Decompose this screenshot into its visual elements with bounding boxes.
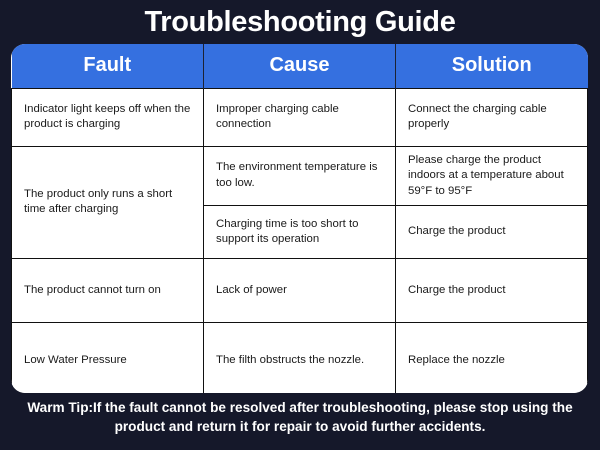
- cell-cause: The environment temperature is too low.: [203, 145, 396, 206]
- cell-solution: Charge the product: [395, 205, 588, 259]
- table-row: The product only runs a short time after…: [11, 145, 588, 259]
- cell-solution: Charge the product: [395, 258, 588, 323]
- warm-tip-note: Warm Tip:If the fault cannot be resolved…: [27, 400, 573, 434]
- column-header-fault: Fault: [11, 44, 204, 88]
- cell-solution: Replace the nozzle: [395, 322, 588, 393]
- table-body: Indicator light keeps off when the produ…: [11, 87, 588, 393]
- table-row: Indicator light keeps off when the produ…: [11, 87, 588, 147]
- table-row: Low Water Pressure The filth obstructs t…: [11, 322, 588, 393]
- cell-cause: Lack of power: [203, 258, 396, 323]
- troubleshooting-table-container: Fault Cause Solution Indicator light kee…: [11, 44, 588, 393]
- table-head: Fault Cause Solution: [11, 44, 588, 88]
- troubleshooting-table: Fault Cause Solution Indicator light kee…: [11, 44, 588, 393]
- cell-fault: Indicator light keeps off when the produ…: [11, 87, 204, 147]
- cell-fault: Low Water Pressure: [11, 322, 204, 393]
- cell-fault: The product only runs a short time after…: [11, 145, 204, 259]
- table-row: The product cannot turn on Lack of power…: [11, 258, 588, 323]
- cell-solution: Connect the charging cable properly: [395, 87, 588, 147]
- table-header-row: Fault Cause Solution: [11, 44, 588, 88]
- cell-fault: The product cannot turn on: [11, 258, 204, 323]
- cell-cause: Improper charging cable connection: [203, 87, 396, 147]
- cell-cause: Charging time is too short to support it…: [203, 205, 396, 259]
- column-header-cause: Cause: [203, 44, 396, 88]
- cell-cause: The filth obstructs the nozzle.: [203, 322, 396, 393]
- table-row: Charging time is too short to support it…: [12, 205, 588, 259]
- page-title: Troubleshooting Guide: [144, 6, 456, 38]
- cell-solution: Please charge the product indoors at a t…: [395, 145, 588, 206]
- column-header-solution: Solution: [395, 44, 588, 88]
